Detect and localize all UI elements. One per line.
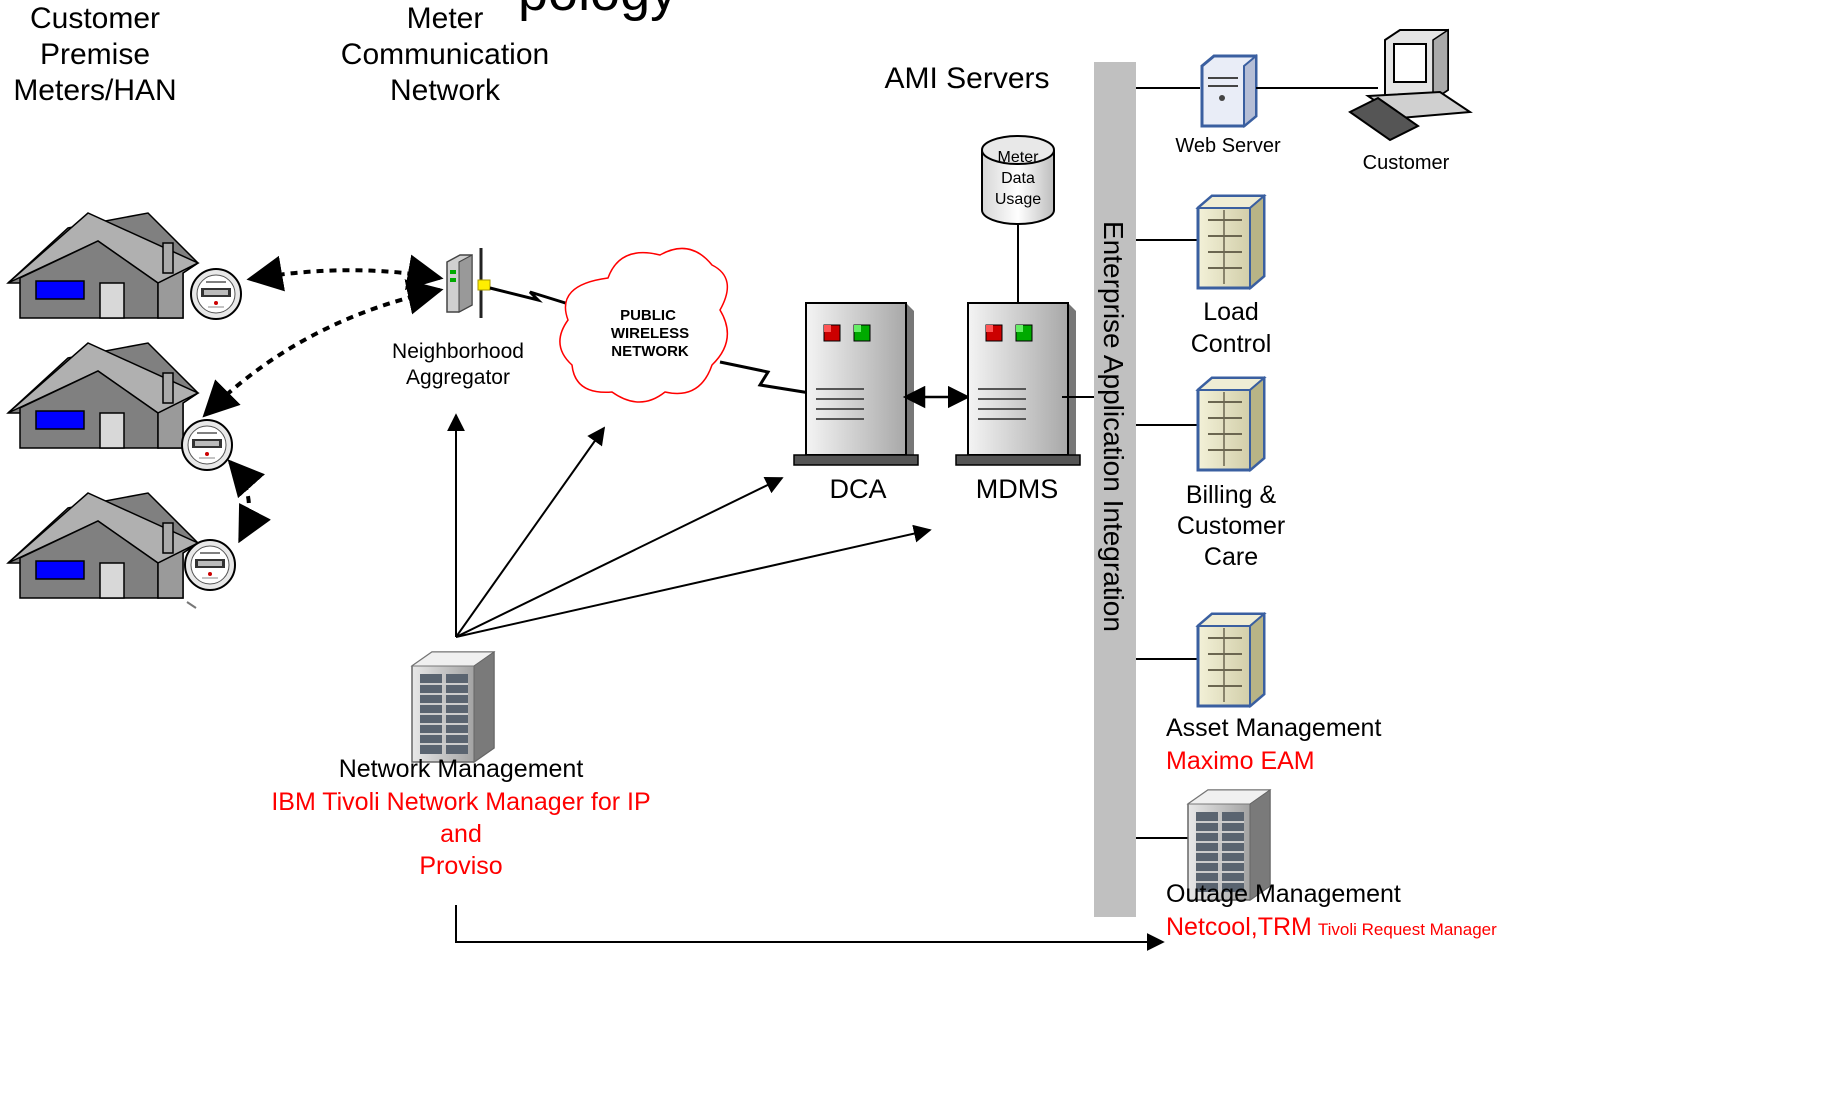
header-line: Meter (407, 2, 484, 35)
db-label-line: Data (1001, 170, 1035, 187)
network-management-product: and (440, 820, 482, 848)
partial-title: pology (518, 0, 677, 22)
aggregator-icon (446, 248, 491, 318)
asset-management-label: Asset Management (1166, 714, 1381, 742)
network-management-rack-icon (411, 651, 495, 763)
house-icon (7, 342, 199, 449)
load-control-label: Load (1203, 298, 1259, 326)
billing-label: Customer (1177, 512, 1285, 540)
cloud-label-line: PUBLIC (620, 307, 676, 324)
billing-label: Billing & (1186, 481, 1277, 509)
web-server-icon (1200, 53, 1258, 129)
cloud-label-line: WIRELESS (611, 325, 689, 342)
eai-bus (1094, 62, 1136, 917)
outage-product-main: Netcool,TRM (1166, 913, 1312, 941)
bus-connectors (1136, 87, 1200, 839)
nm-link (455, 477, 784, 638)
mesh-links (202, 254, 444, 544)
dca-label: DCA (829, 474, 886, 504)
network-management-product: Proviso (419, 852, 502, 880)
wireless-link (719, 360, 811, 395)
mesh-link (202, 279, 444, 418)
network-management-product: IBM Tivoli Network Manager for IP (271, 788, 650, 816)
mdms-label: MDMS (976, 474, 1059, 504)
smart-meter-icon (181, 419, 233, 471)
mdms-server-icon (955, 302, 1081, 466)
load-control-server-icon (1196, 194, 1266, 290)
customer-premise-header: Customer Premise Meters/HAN (13, 2, 176, 107)
smart-meter-icon (190, 268, 242, 320)
header-line: Communication (341, 38, 549, 71)
database-icon (981, 135, 1055, 225)
dca-server-icon (793, 302, 919, 466)
wireless-link (489, 286, 576, 308)
aggregator-label: Neighborhood Aggregator (392, 340, 524, 389)
header-line: Meters/HAN (13, 74, 176, 107)
outage-management-product: Netcool,TRM Tivoli Request Manager (1166, 913, 1497, 941)
billing-label: Care (1204, 543, 1258, 571)
cloud-label-line: NETWORK (611, 343, 689, 360)
network-management-links (447, 413, 1165, 951)
db-label-line: Meter (998, 149, 1040, 166)
eai-bus-label: Enterprise Application Integration (1098, 221, 1129, 632)
outage-management-label: Outage Management (1166, 880, 1401, 908)
asset-management-server-icon (1196, 612, 1266, 708)
aggregator-label-line: Aggregator (406, 366, 510, 389)
billing-server-icon (1196, 376, 1266, 472)
meter-communication-header: Meter Communication Network (341, 2, 549, 107)
network-management-label: Network Management (339, 755, 584, 783)
db-label-line: Usage (995, 191, 1041, 208)
mesh-link (227, 459, 271, 544)
mesh-link (246, 254, 444, 292)
nm-outage-link (455, 905, 1165, 951)
meter-fragment (186, 601, 197, 609)
ami-servers-header: AMI Servers (884, 62, 1049, 95)
nm-link (455, 426, 606, 638)
house-icon (7, 492, 199, 599)
asset-management-product: Maximo EAM (1166, 747, 1315, 775)
outage-product-small: Tivoli Request Manager (1318, 920, 1497, 939)
header-line: Premise (40, 38, 150, 71)
house-icon (7, 212, 199, 319)
header-line: Customer (30, 2, 160, 35)
nm-link (455, 524, 932, 638)
customer-label: Customer (1363, 152, 1450, 174)
public-wireless-cloud (559, 247, 729, 403)
smart-meter-icon (184, 539, 236, 591)
load-control-label: Control (1191, 330, 1272, 358)
customer-computer-icon (1348, 28, 1473, 142)
web-server-label: Web Server (1175, 135, 1281, 157)
aggregator-label-line: Neighborhood (392, 340, 524, 363)
header-line: Network (390, 74, 501, 107)
